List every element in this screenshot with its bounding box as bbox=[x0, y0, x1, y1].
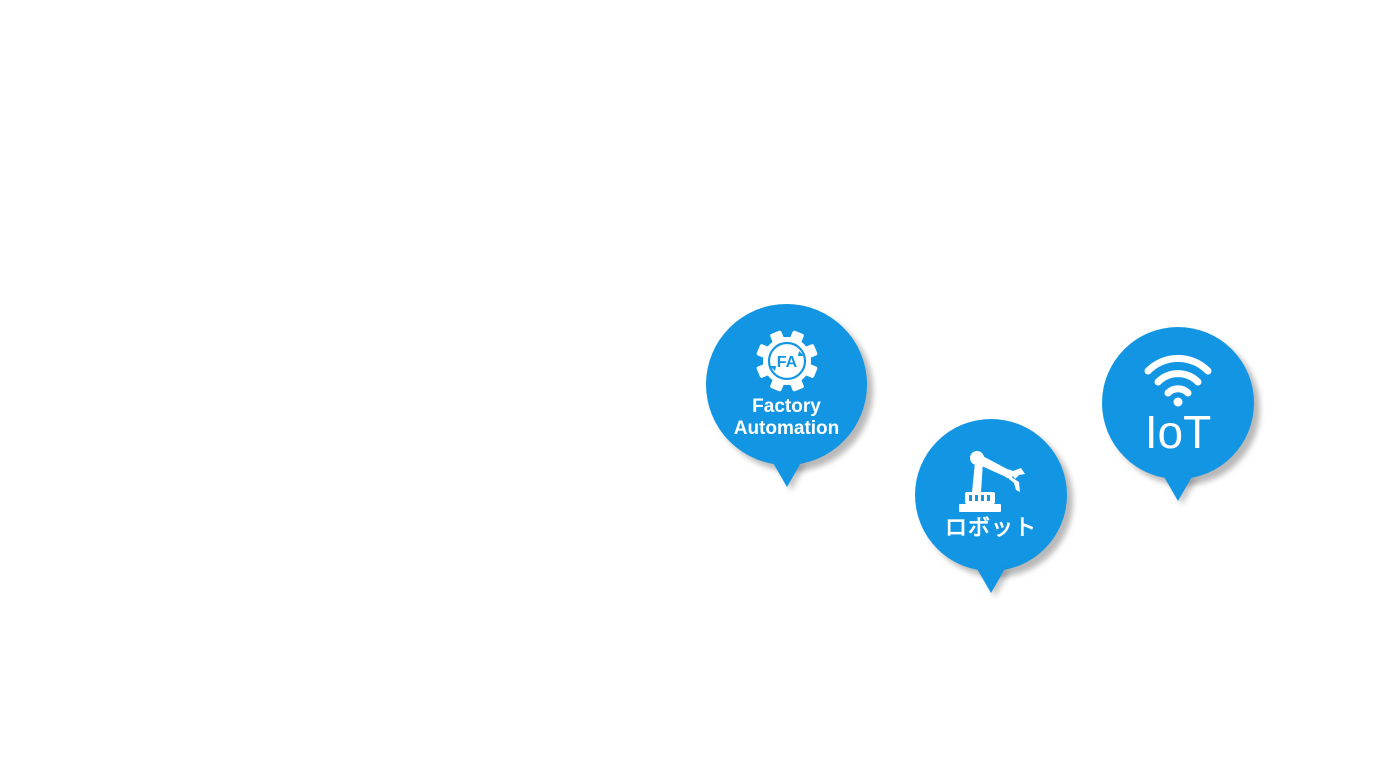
gear-icon: FA bbox=[756, 330, 817, 391]
factory-automation-label-line2: Automation bbox=[733, 417, 840, 439]
factory-automation-label: Factory Automation bbox=[734, 396, 840, 440]
wifi-icon bbox=[1144, 354, 1212, 407]
gear-badge-text: FA bbox=[776, 354, 797, 371]
robot-pin[interactable]: ロボット bbox=[915, 419, 1067, 571]
factory-automation-label-line1: Factory bbox=[752, 395, 821, 417]
iot-pin[interactable]: IoT bbox=[1102, 327, 1254, 479]
robot-arm-icon bbox=[959, 451, 1025, 512]
iot-label: IoT bbox=[1144, 406, 1212, 458]
factory-automation-pin[interactable]: FA Factory Automation bbox=[706, 304, 867, 465]
robot-label: ロボット bbox=[944, 516, 1037, 541]
